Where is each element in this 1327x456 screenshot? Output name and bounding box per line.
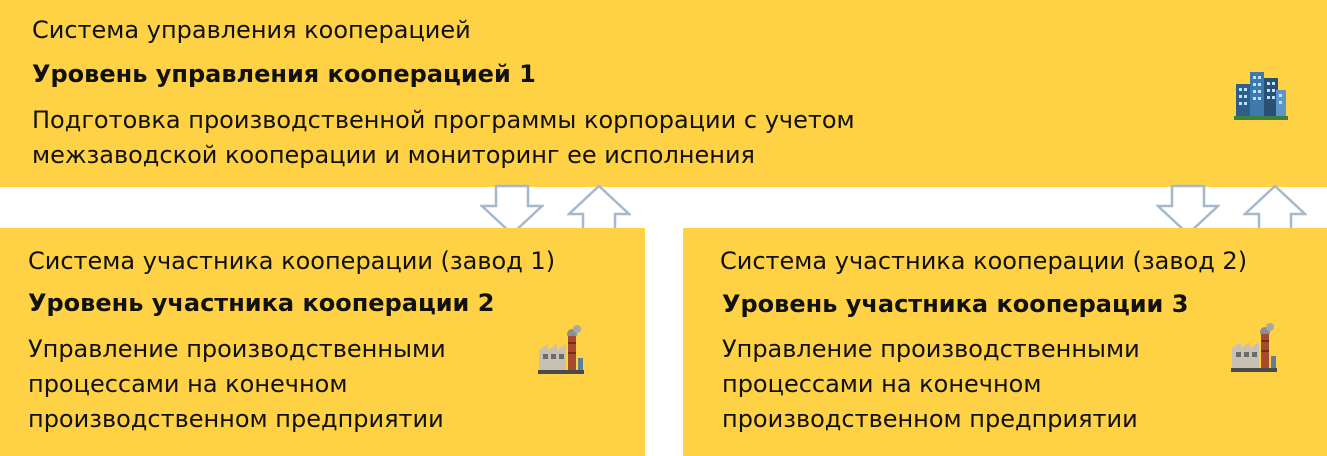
arrow-down-icon	[1156, 184, 1220, 236]
level-title: Уровень участника кооперации 3	[722, 290, 1189, 318]
cooperation-management-block: Система управления кооперацией Уровень у…	[0, 0, 1327, 187]
arrow-down-icon	[480, 184, 544, 236]
system-title: Система управления кооперацией	[32, 16, 471, 44]
level-description: Подготовка производственной программы ко…	[32, 106, 855, 169]
system-title: Система участника кооперации (завод 2)	[720, 247, 1248, 275]
participant-plant-2-block: Система участника кооперации (завод 2) У…	[683, 228, 1327, 456]
factory-icon	[1231, 323, 1277, 372]
level-title: Уровень участника кооперации 2	[28, 289, 495, 317]
factory-icon	[538, 325, 584, 374]
system-title: Система участника кооперации (завод 1)	[28, 247, 556, 275]
office-buildings-icon	[1234, 72, 1288, 120]
level-description: Управление производственными процессами …	[722, 335, 1140, 433]
level-title: Уровень управления кооперацией 1	[32, 60, 536, 88]
participant-plant-1-block: Система участника кооперации (завод 1) У…	[0, 228, 645, 456]
level-description: Управление производственными процессами …	[28, 335, 446, 433]
